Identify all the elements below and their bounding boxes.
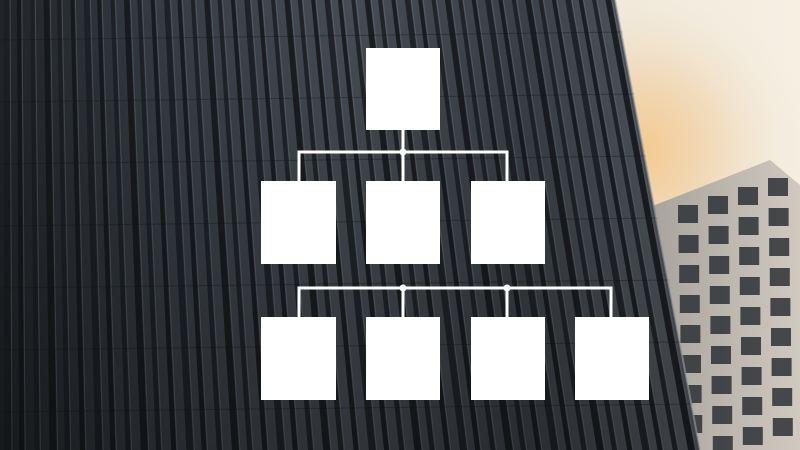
org-box-level-2-3	[471, 181, 545, 264]
org-box-level-3-2	[366, 317, 440, 400]
org-box-level-3-4	[575, 317, 649, 400]
org-box-root	[366, 48, 440, 130]
connector-lines	[297, 128, 613, 319]
org-chart-boxes	[261, 48, 649, 400]
org-box-level-2-1	[261, 181, 336, 264]
org-box-level-2-2	[366, 181, 440, 264]
junction-dot	[503, 284, 511, 292]
org-box-level-3-1	[261, 317, 336, 400]
junction-dot	[399, 284, 407, 292]
org-box-level-3-3	[471, 317, 545, 400]
junction-dot	[399, 148, 407, 156]
junction-dots	[399, 148, 511, 292]
